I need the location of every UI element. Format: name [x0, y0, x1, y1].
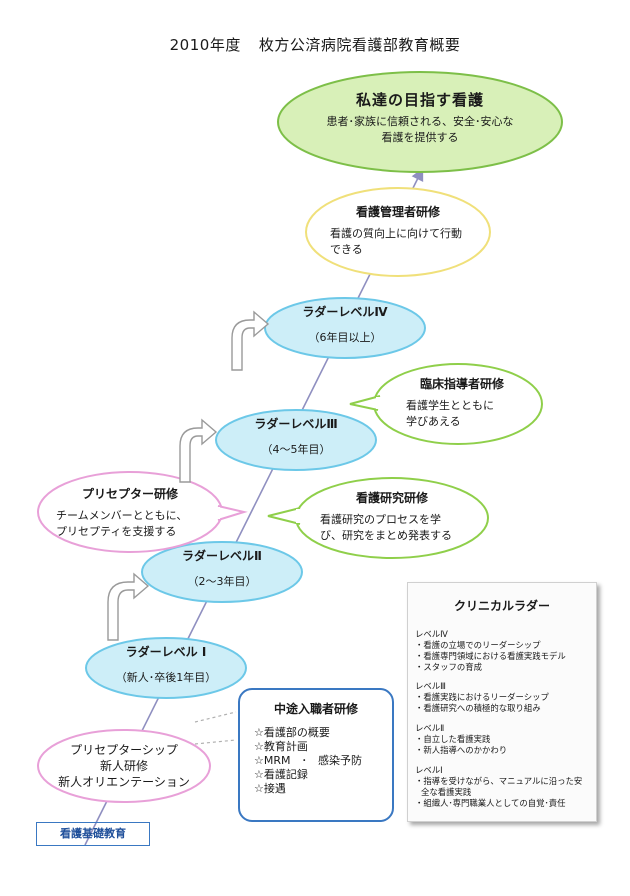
- goal-heading: 私達の目指す看護: [355, 91, 484, 109]
- title-year: 2010年度: [169, 36, 241, 54]
- level-item: ・スタッフの育成: [415, 662, 482, 672]
- goal-line-2: 看護を提供する: [381, 131, 459, 144]
- preceptor-heading: プリセプター研修: [81, 487, 178, 501]
- goal-node: 私達の目指す看護 患者･家族に信頼される、安全･安心な 看護を提供する: [290, 92, 550, 146]
- research-heading: 看護研究研修: [355, 491, 428, 505]
- research-line-2: び、研究をまとめ発表する: [320, 529, 452, 542]
- manager-ellipse: [305, 187, 491, 277]
- clinical-ladder-heading: クリニカルラダー: [453, 599, 550, 613]
- clinical-ladder-level3: レベルⅢ ・看護実践におけるリーダーシップ ・看護研究への積極的な取り組み: [415, 681, 593, 714]
- manager-heading: 看護管理者研修: [355, 205, 440, 219]
- ladder1-heading: ラダーレベル Ⅰ: [125, 645, 207, 659]
- clinical-ladder-level2: レベルⅡ ・自立した看護実践 ・新人指導へのかかわり: [415, 723, 593, 756]
- clinical-ladder-level1: レベルⅠ ・指導を受けながら、マニュアルに沿った安 全な看護実践 ・組織人･専門…: [415, 765, 593, 809]
- clinical-node: 臨床指導者研修 看護学生とともに 学びあえる: [392, 376, 532, 430]
- level-item: ・新人指導へのかかわり: [415, 745, 508, 755]
- clinical-line-2: 学びあえる: [406, 415, 461, 428]
- midcareer-item: ☆MRM ･ 感染予防: [254, 754, 362, 767]
- ladder2-node: ラダーレベルⅡ （2～3年目）: [152, 548, 292, 590]
- midcareer-box: 中途入職者研修 ☆看護部の概要 ☆教育計画 ☆MRM ･ 感染予防 ☆看護記録 …: [238, 688, 394, 822]
- ladder1-ellipse: [85, 637, 247, 699]
- newcomer-line-1: プリセプターシップ: [70, 743, 178, 757]
- level-item: ・組織人･専門職業人としての自覚･責任: [415, 798, 566, 808]
- ladder2-sub: （2～3年目）: [187, 575, 257, 588]
- level-item: ・看護研究への積極的な取り組み: [415, 703, 541, 713]
- preceptor-node: プリセプター研修 チームメンバーとともに、 プリセプティを支援する: [50, 486, 210, 540]
- manager-line-2: できる: [330, 243, 363, 256]
- newcomer-line-2: 新人研修: [99, 759, 148, 773]
- ladder3-node: ラダーレベルⅢ （4～5年目）: [226, 416, 366, 458]
- step-arrow-1: [107, 572, 150, 641]
- title-text: 枚方公済病院看護部教育概要: [258, 36, 461, 54]
- midcareer-connector: [194, 711, 237, 723]
- goal-line-1: 患者･家族に信頼される、安全･安心な: [326, 115, 514, 128]
- step-arrow-3: [231, 310, 270, 371]
- preceptor-line-1: チームメンバーとともに、: [56, 509, 188, 522]
- clinical-line-1: 看護学生とともに: [406, 399, 494, 412]
- ladder3-sub: （4～5年目）: [261, 443, 331, 456]
- preceptor-line-2: プリセプティを支援する: [56, 525, 177, 538]
- manager-node: 看護管理者研修 看護の質向上に向けて行動 できる: [318, 204, 478, 258]
- level-item: ・自立した看護実践: [415, 734, 491, 744]
- level-label: レベルⅠ: [415, 765, 443, 775]
- midcareer-item: ☆看護部の概要: [254, 726, 330, 739]
- goal-ellipse: [277, 71, 563, 173]
- midcareer-heading: 中途入職者研修: [273, 702, 358, 716]
- research-node: 看護研究研修 看護研究のプロセスを学 び、研究をまとめ発表する: [312, 490, 472, 544]
- ladder4-ellipse: [264, 297, 426, 359]
- ladder4-sub: （6年目以上）: [308, 331, 382, 344]
- ladder2-heading: ラダーレベルⅡ: [182, 549, 262, 563]
- level-item: 全な看護実践: [421, 787, 472, 797]
- newcomer-line-3: 新人オリエンテーション: [58, 775, 190, 789]
- newcomer-ellipse: [37, 729, 211, 803]
- page-title: 2010年度枚方公済病院看護部教育概要: [0, 34, 630, 55]
- manager-line-1: 看護の質向上に向けて行動: [330, 227, 462, 240]
- ladder3-ellipse: [215, 409, 377, 471]
- level-item: ・指導を受けながら、マニュアルに沿った安: [415, 776, 583, 786]
- step-arrow-2: [179, 418, 218, 483]
- ladder4-heading: ラダーレベルⅣ: [302, 305, 388, 319]
- newcomer-node: プリセプターシップ 新人研修 新人オリエンテーション: [44, 742, 204, 790]
- level-label: レベルⅣ: [415, 629, 448, 639]
- ladder2-ellipse: [141, 541, 303, 603]
- clinical-heading: 臨床指導者研修: [419, 377, 504, 391]
- research-line-1: 看護研究のプロセスを学: [320, 513, 441, 526]
- level-item: ・看護専門領域における看護実践モデル: [415, 651, 566, 661]
- ladder4-node: ラダーレベルⅣ （6年目以上）: [275, 304, 415, 346]
- midcareer-list: ☆看護部の概要 ☆教育計画 ☆MRM ･ 感染予防 ☆看護記録 ☆接遇: [254, 726, 362, 796]
- ladder1-sub: （新人･卒後1年目）: [115, 671, 217, 684]
- midcareer-item: ☆接遇: [254, 782, 286, 795]
- midcareer-item: ☆看護記録: [254, 768, 308, 781]
- level-label: レベルⅢ: [415, 681, 446, 691]
- ladder1-node: ラダーレベル Ⅰ （新人･卒後1年目）: [96, 644, 236, 686]
- midcareer-item: ☆教育計画: [254, 740, 308, 753]
- clinical-ladder-box: クリニカルラダー レベルⅣ ・看護の立場でのリーダーシップ ・看護専門領域におけ…: [407, 582, 597, 822]
- level-label: レベルⅡ: [415, 723, 445, 733]
- basic-education-label: 看護基礎教育: [36, 822, 150, 846]
- level-item: ・看護実践におけるリーダーシップ: [415, 692, 549, 702]
- clinical-ladder-level4: レベルⅣ ・看護の立場でのリーダーシップ ・看護専門領域における看護実践モデル …: [415, 629, 593, 673]
- level-item: ・看護の立場でのリーダーシップ: [415, 640, 541, 650]
- ladder3-heading: ラダーレベルⅢ: [254, 417, 338, 431]
